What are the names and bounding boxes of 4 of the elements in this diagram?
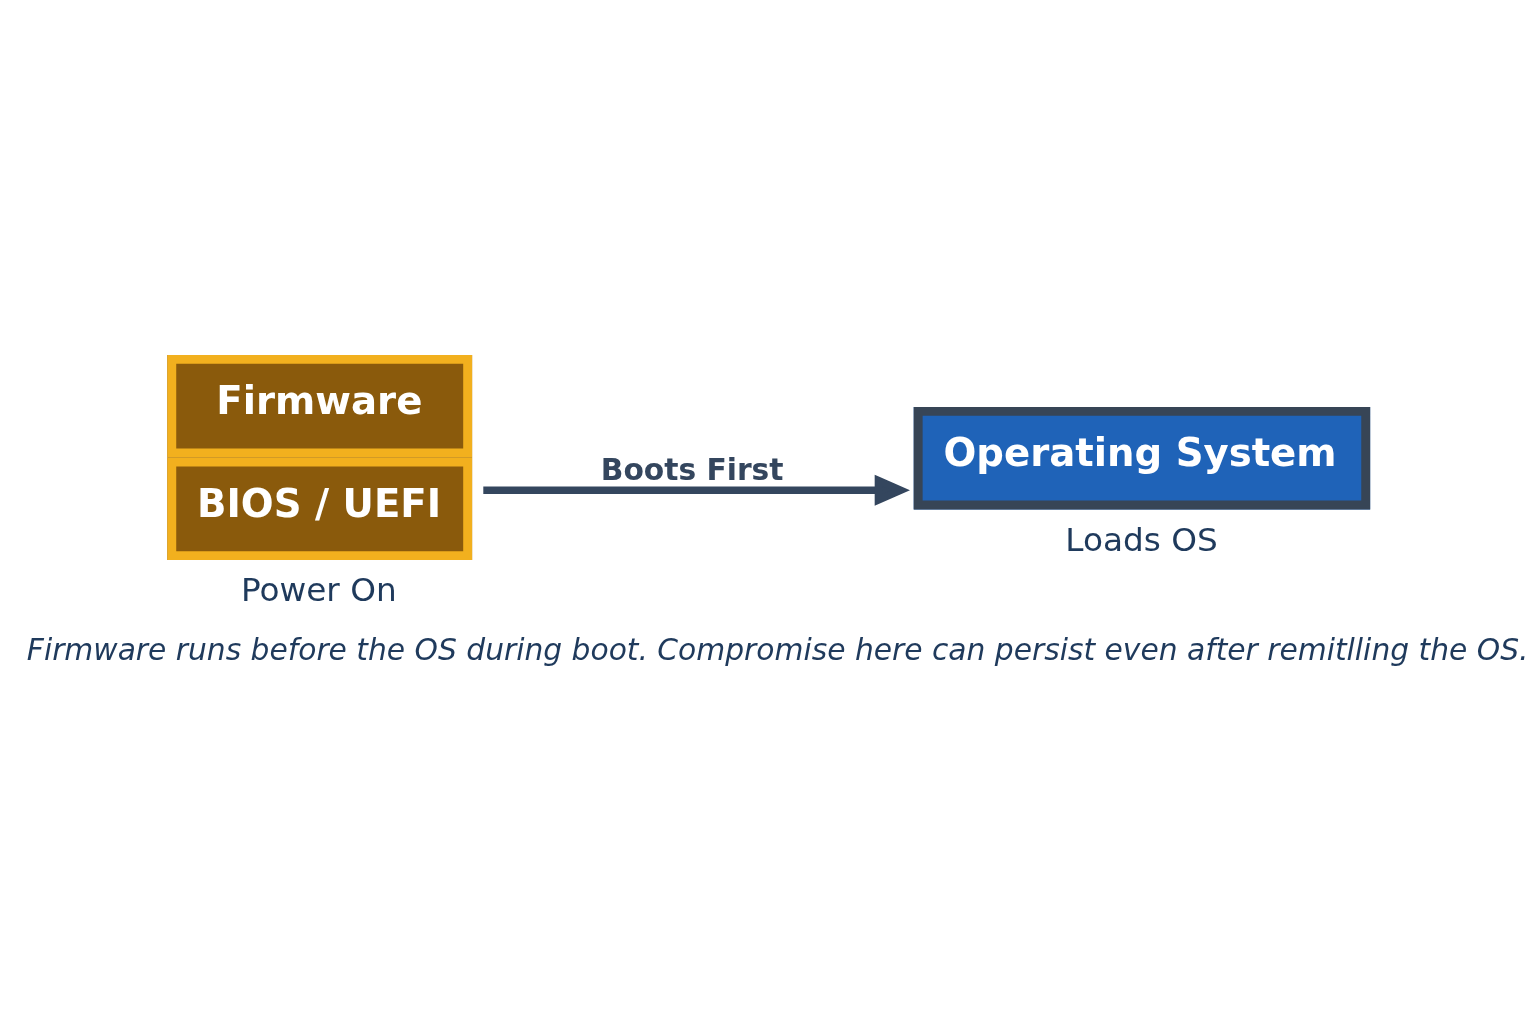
node-label: Loads OS <box>1065 520 1218 559</box>
node-label: Power On <box>240 570 397 609</box>
caption: Firmware runs before the OS during boot. Compromise here can persist even after remitlling the OS. <box>26 631 1529 667</box>
edge-label: Boots First <box>600 451 784 487</box>
